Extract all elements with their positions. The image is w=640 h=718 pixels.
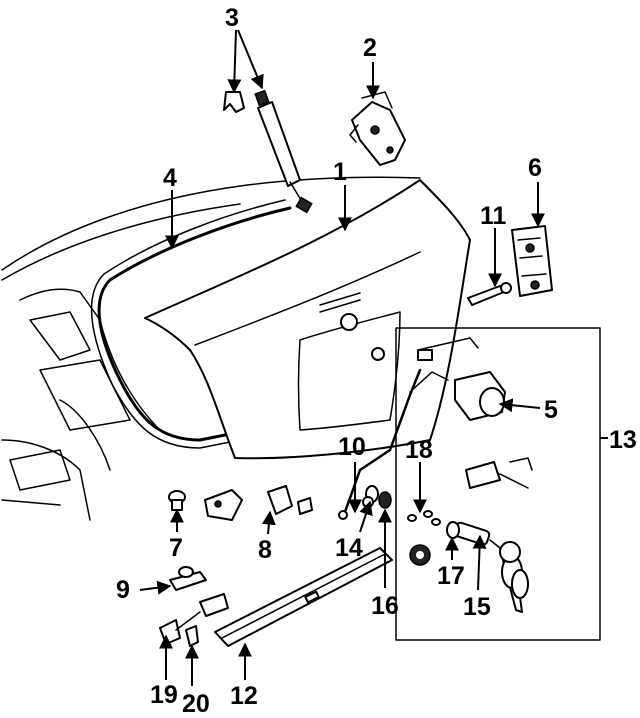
latch-bolt (467, 282, 512, 306)
lock-cylinder (453, 521, 501, 549)
callout-14: 14 (335, 534, 363, 562)
callout-11: 11 (480, 202, 507, 230)
small-clips (407, 510, 441, 526)
retainer-clip (446, 521, 460, 539)
callout-3: 3 (225, 4, 239, 32)
callout-17: 17 (437, 562, 465, 590)
bracket (169, 566, 207, 591)
wire-connector (465, 457, 533, 489)
trunk-lid (144, 179, 471, 460)
trunk-latch (511, 225, 553, 297)
grommet (362, 485, 379, 508)
callout-10: 10 (338, 433, 366, 461)
callout-16: 16 (371, 592, 399, 620)
callout-9: 9 (116, 576, 130, 604)
clip (185, 625, 199, 647)
callout-2: 2 (363, 34, 377, 62)
gas-strut (223, 89, 313, 214)
callout-13: 13 (609, 426, 637, 454)
leader-lines (139, 29, 608, 686)
callout-6: 6 (528, 154, 542, 182)
key (499, 541, 529, 613)
switch (267, 485, 313, 515)
callout-8: 8 (258, 536, 272, 564)
trunk-hinge (349, 91, 406, 166)
callout-19: 19 (150, 681, 178, 709)
callout-4: 4 (163, 164, 177, 192)
lock-cylinder-group (395, 327, 601, 641)
bump-stop (168, 490, 186, 511)
callout-15: 15 (463, 593, 491, 621)
bushing (378, 491, 392, 509)
cylinder-gasket (409, 544, 431, 566)
callout-7: 7 (169, 534, 183, 562)
callout-18: 18 (405, 436, 433, 464)
latch-cover (204, 489, 243, 521)
callout-5: 5 (544, 396, 558, 424)
callout-20: 20 (182, 690, 210, 718)
callout-12: 12 (230, 682, 258, 710)
lamp-socket (159, 593, 229, 645)
weatherstrip-seal (90, 199, 292, 449)
rear-garnish-molding (214, 547, 393, 647)
callout-labels: 1 2 3 4 5 6 7 8 9 10 11 12 13 14 15 16 1… (116, 4, 637, 718)
callout-1: 1 (333, 158, 347, 186)
